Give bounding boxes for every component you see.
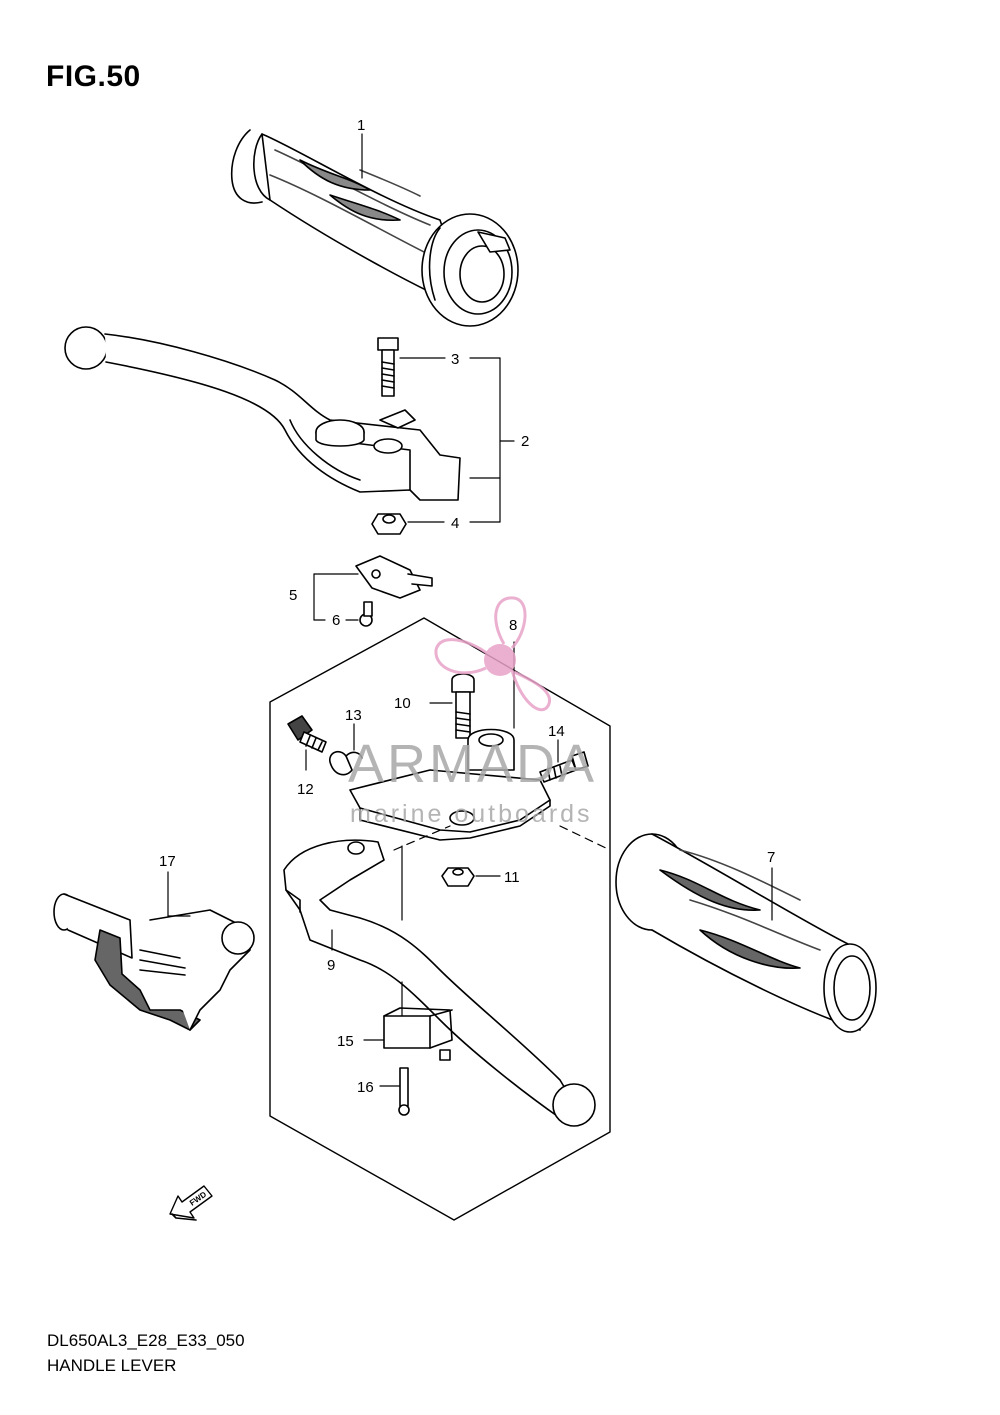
watermark-brand: ARMADA — [348, 734, 597, 794]
callout-17: 17 — [159, 853, 176, 870]
figure-name: HANDLE LEVER — [47, 1356, 177, 1375]
callout-3: 3 — [451, 351, 459, 368]
throttle-grip — [230, 129, 519, 327]
clutch-pivot-bolt — [451, 673, 475, 739]
callout-15: 15 — [337, 1033, 354, 1050]
callout-9: 9 — [327, 957, 335, 974]
callout-8: 8 — [509, 617, 517, 634]
leader-lines-bottom — [167, 641, 773, 1087]
brake-switch — [355, 555, 433, 599]
callout-12: 12 — [297, 781, 314, 798]
switch-screw — [359, 601, 373, 627]
callout-14: 14 — [548, 723, 565, 740]
leader-lines-top — [313, 133, 515, 621]
figure-title: FIG.50 — [46, 60, 141, 93]
callout-1: 1 — [357, 117, 365, 134]
adjuster-screw — [287, 715, 327, 753]
callout-13: 13 — [345, 707, 362, 724]
forward-arrow-icon — [169, 1185, 213, 1221]
left-grip — [615, 833, 877, 1033]
clutch-switch — [383, 1007, 453, 1061]
callout-5: 5 — [289, 587, 297, 604]
callout-11: 11 — [504, 869, 520, 886]
callout-10: 10 — [394, 695, 411, 712]
cable-holder — [53, 893, 255, 1031]
lock-nut — [371, 513, 407, 535]
watermark-tagline: marine outboards — [350, 800, 593, 828]
brake-lever — [64, 326, 461, 501]
adjuster-knob — [329, 750, 363, 776]
armada-watermark: ARMADA marine outboards — [348, 596, 597, 828]
clutch-nut — [441, 867, 475, 887]
callout-16: 16 — [357, 1079, 374, 1096]
holder-bolt — [539, 751, 589, 783]
switch-screw-long — [398, 1067, 410, 1116]
propeller-logo-icon — [434, 596, 552, 712]
model-code: DL650AL3_E28_E33_050 — [47, 1331, 245, 1350]
clutch-lever — [283, 839, 596, 1127]
pivot-bolt — [377, 337, 399, 397]
assembly-outline — [269, 617, 611, 1221]
lever-holder — [349, 728, 551, 841]
callout-2: 2 — [521, 433, 529, 450]
callout-4: 4 — [451, 515, 459, 532]
callout-6: 6 — [332, 612, 340, 629]
callout-7: 7 — [767, 849, 775, 866]
